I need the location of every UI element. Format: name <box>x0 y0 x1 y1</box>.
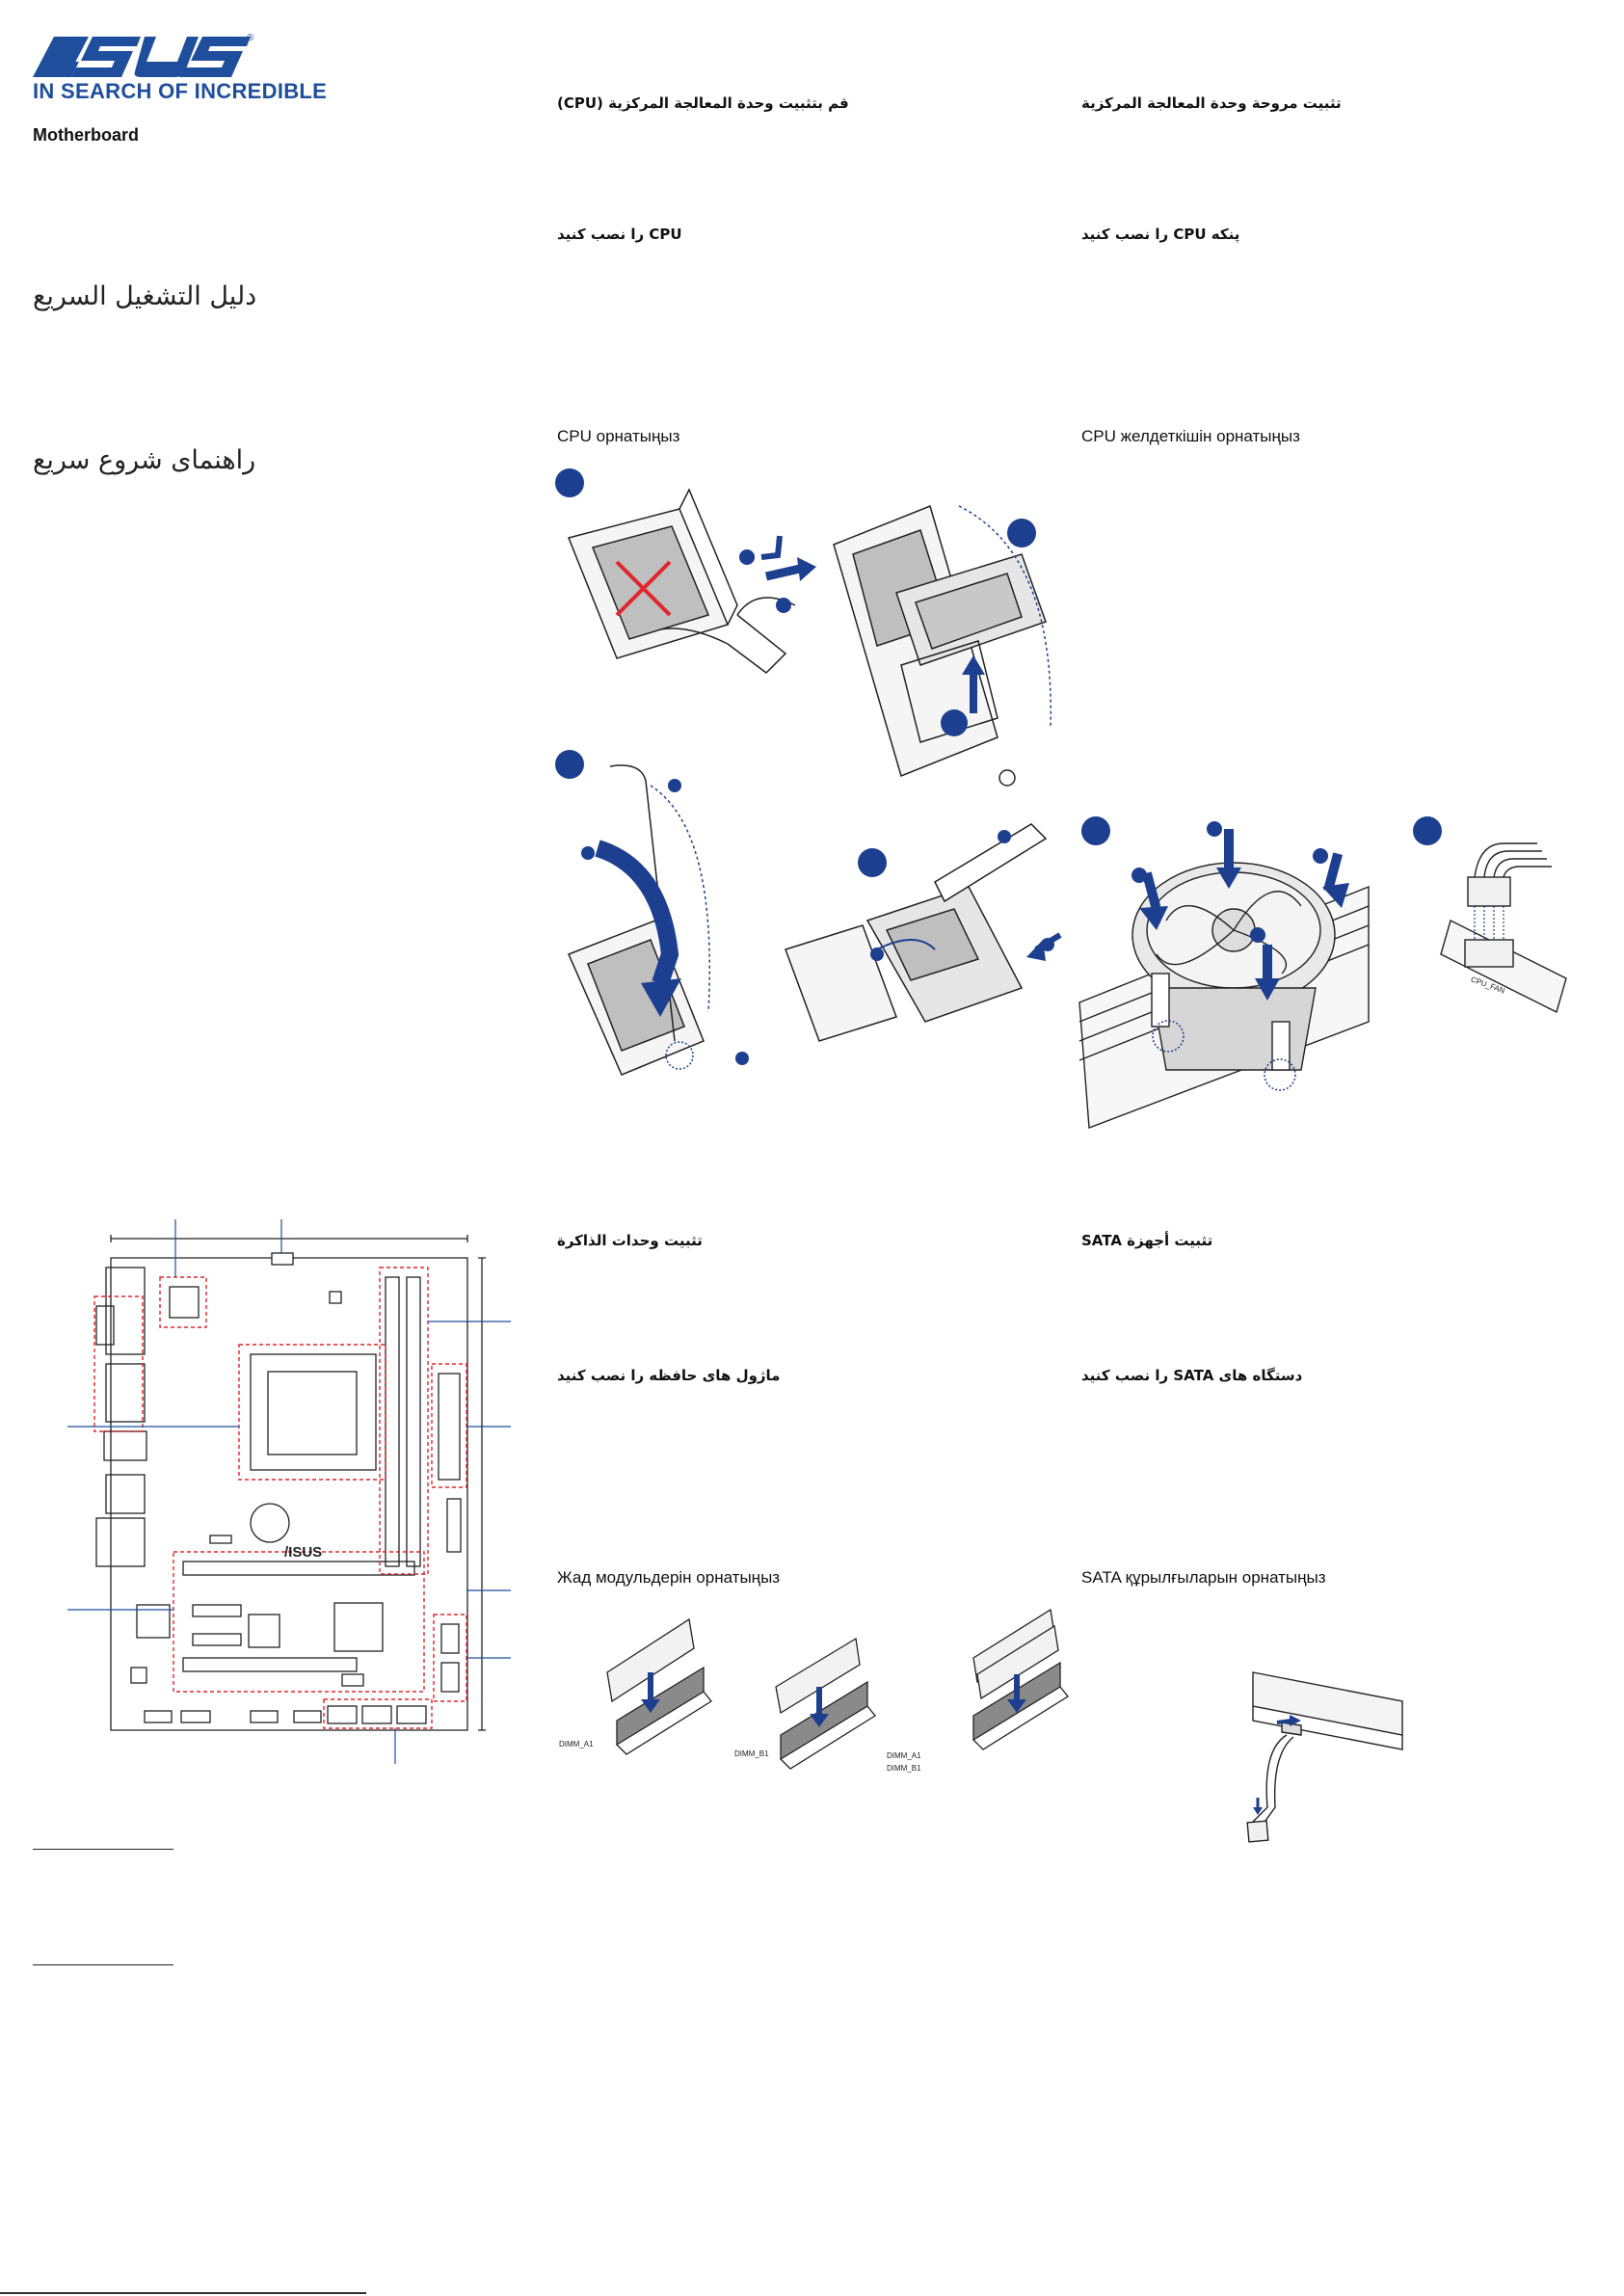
brand-tagline: IN SEARCH OF INCREDIBLE <box>33 79 328 103</box>
rule-2 <box>33 1964 173 1965</box>
cpu-socket-lift-illustration <box>567 488 816 674</box>
sata-heading-kazakh: SATA құрылғыларын орнатыңыз <box>1081 1568 1326 1587</box>
cpu-heading-kazakh: CPU орнатыңыз <box>557 427 680 445</box>
dimm-label-dual-a: DIMM_A1 <box>887 1751 921 1760</box>
cpu-heading-arabic: قم بتثبيت وحدة المعالجة المركزية (CPU) <box>557 94 849 112</box>
memory-heading-kazakh: Жад модульдерін орнатыңыз <box>557 1568 781 1587</box>
asus-logo-mark <box>33 37 251 77</box>
memory-install-dual-illustration <box>972 1608 1069 1750</box>
dimm-label-single-b: DIMM_B1 <box>734 1749 769 1758</box>
sata-heading-persian: دستگاه های SATA را نصب کنید <box>1081 1367 1303 1384</box>
guide-title-arabic: دليل التشغيل السريع <box>33 281 257 311</box>
step-badge-icon <box>1413 816 1442 845</box>
memory-install-single-a-illustration <box>606 1617 712 1755</box>
dimm-label-single-a: DIMM_A1 <box>559 1740 594 1749</box>
step-badge-icon <box>1007 519 1036 547</box>
step-badge-icon <box>555 750 584 779</box>
sata-heading-arabic: تثبيت أجهزة SATA <box>1081 1232 1213 1249</box>
product-type: Motherboard <box>33 125 139 145</box>
memory-install-single-b-illustration <box>775 1637 876 1770</box>
motherboard-layout-diagram: /ISUS <box>67 1219 511 1764</box>
cpu-fan-heading-arabic: تثبيت مروحة وحدة المعالجة المركزية <box>1081 94 1342 112</box>
dimm-label-dual-b: DIMM_B1 <box>887 1764 921 1773</box>
step-badge-icon <box>1081 816 1110 845</box>
thermal-paste-illustration <box>785 823 1062 1042</box>
cpu-heading-persian: CPU را نصب کنید <box>557 226 682 243</box>
cpu-fan-mount-illustration <box>1078 821 1370 1129</box>
cpu-lever-close-illustration <box>567 764 749 1076</box>
step-badge-icon <box>555 468 584 497</box>
cpu-insert-illustration <box>833 504 1052 787</box>
sata-cable-illustration <box>1246 1671 1403 1843</box>
cpu-fan-heading-persian: پنکه CPU را نصب کنید <box>1081 226 1240 243</box>
step-badge-icon <box>858 848 887 877</box>
board-logo: /ISUS <box>284 1544 322 1561</box>
cpu-fan-heading-kazakh: CPU желдеткішін орнатыңыз <box>1081 427 1300 445</box>
bottom-rule <box>0 2292 366 2294</box>
memory-heading-arabic: تثبيت وحدات الذاكرة <box>557 1232 703 1249</box>
rule-1 <box>33 1849 173 1850</box>
memory-heading-persian: ماژول های حافظه را نصب کنید <box>557 1367 781 1384</box>
cpu-fan-header-illustration: CPU_FAN <box>1440 842 1567 1014</box>
guide-title-persian: راهنمای شروع سریع <box>33 445 256 475</box>
